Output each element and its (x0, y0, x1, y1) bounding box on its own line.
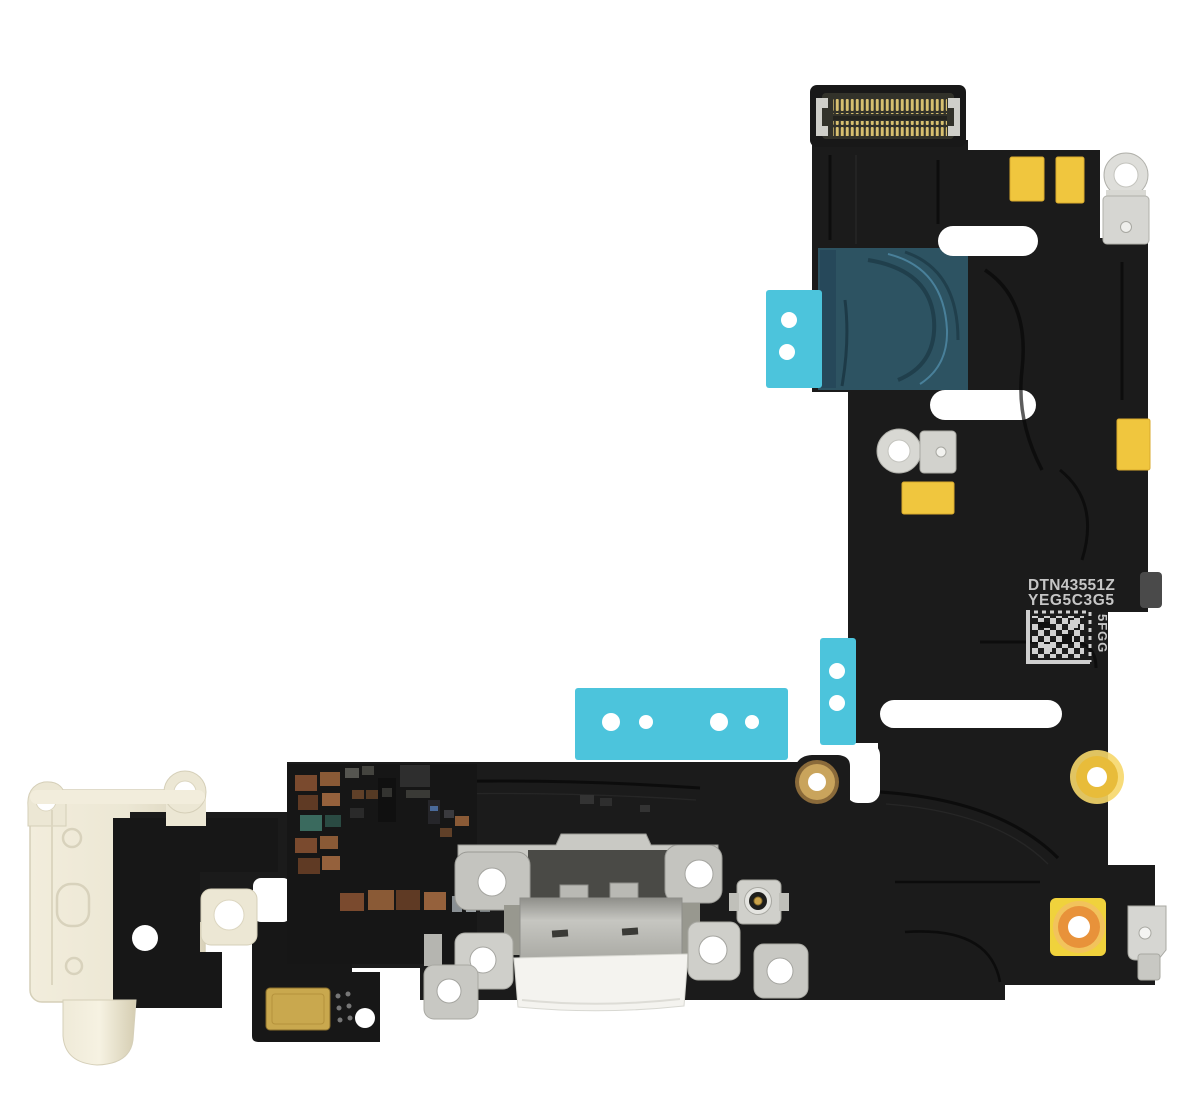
qr-code (1026, 610, 1092, 664)
tape-hole (745, 715, 759, 729)
port-ear-hole (477, 867, 507, 897)
gold-pad (1116, 418, 1151, 471)
jack-emboss-slot (55, 882, 91, 928)
jack-emboss-circle (61, 827, 83, 849)
bracket-screw-hole (1120, 221, 1132, 233)
bracket-hole (469, 946, 497, 974)
bracket-hole (698, 935, 728, 965)
bracket-ring-hole (887, 439, 911, 463)
tape-upper-tab (766, 290, 822, 388)
tape-hole (781, 312, 797, 328)
screw-bracket-middle (876, 428, 957, 474)
bracket-hole (436, 978, 462, 1004)
bracket-screw-hole (1138, 926, 1152, 940)
antenna-pin (753, 896, 763, 906)
tape-middle-strip (575, 688, 788, 760)
mic-tab-hole (355, 1008, 375, 1028)
gold-pad (1009, 156, 1045, 202)
tape-hole (639, 715, 653, 729)
tape-hole (829, 695, 845, 711)
connector-pins-row (833, 121, 947, 136)
flex-slot-cutouts (253, 226, 1062, 922)
label-line1: DTN43551Z (1028, 577, 1115, 594)
screw-bracket-top-right (1102, 152, 1150, 245)
headphone-jack (27, 781, 258, 1066)
jack-tab-hole (213, 899, 245, 931)
ground-rings (795, 750, 1124, 956)
bracket-ring-hole (1113, 162, 1139, 188)
bracket-screw-hole (935, 446, 947, 458)
gold-ring-hole (1087, 767, 1107, 787)
label-line2: YEG5C3G5 (1028, 592, 1115, 609)
connector-latch (816, 98, 828, 136)
board-connector (810, 85, 966, 147)
tape-hole (829, 663, 845, 679)
brass-ring-hole (808, 773, 826, 791)
serial-label: DTN43551Z YEG5C3G5 5FGG (1026, 572, 1162, 664)
port-ear-hole (684, 859, 714, 889)
microphone-can (265, 987, 331, 1031)
screw-bracket-bottom-right (1127, 905, 1167, 981)
label-edge-tab (1140, 572, 1162, 608)
bracket-hole (766, 957, 794, 985)
tape-hole (710, 713, 728, 731)
gold-pads (901, 156, 1151, 515)
microphone (265, 987, 375, 1031)
tape-hole (779, 344, 795, 360)
gold-pad (1055, 156, 1085, 204)
label-side-code: 5FGG (1095, 614, 1110, 653)
tape-hole (602, 713, 620, 731)
corner-ring-hole (1068, 916, 1090, 938)
lightning-port (423, 833, 809, 1020)
port-white-bezel (513, 953, 689, 1012)
headphone-jack-housing (113, 818, 278, 1008)
port-standoff (424, 934, 442, 966)
antenna-socket (729, 879, 789, 925)
jack-emboss-circle (64, 956, 84, 976)
tape-vertical-tab (820, 638, 856, 745)
jack-barrel (62, 999, 137, 1066)
flex-right-body (848, 150, 1148, 762)
teal-film (818, 248, 968, 390)
adhesive-tapes (575, 290, 856, 760)
gold-pad (901, 481, 955, 515)
smd-components (287, 764, 650, 964)
connector-latch (948, 98, 960, 136)
housing-hole (132, 925, 158, 951)
connector-pins-row (833, 99, 947, 114)
port-metal-body (519, 897, 683, 963)
